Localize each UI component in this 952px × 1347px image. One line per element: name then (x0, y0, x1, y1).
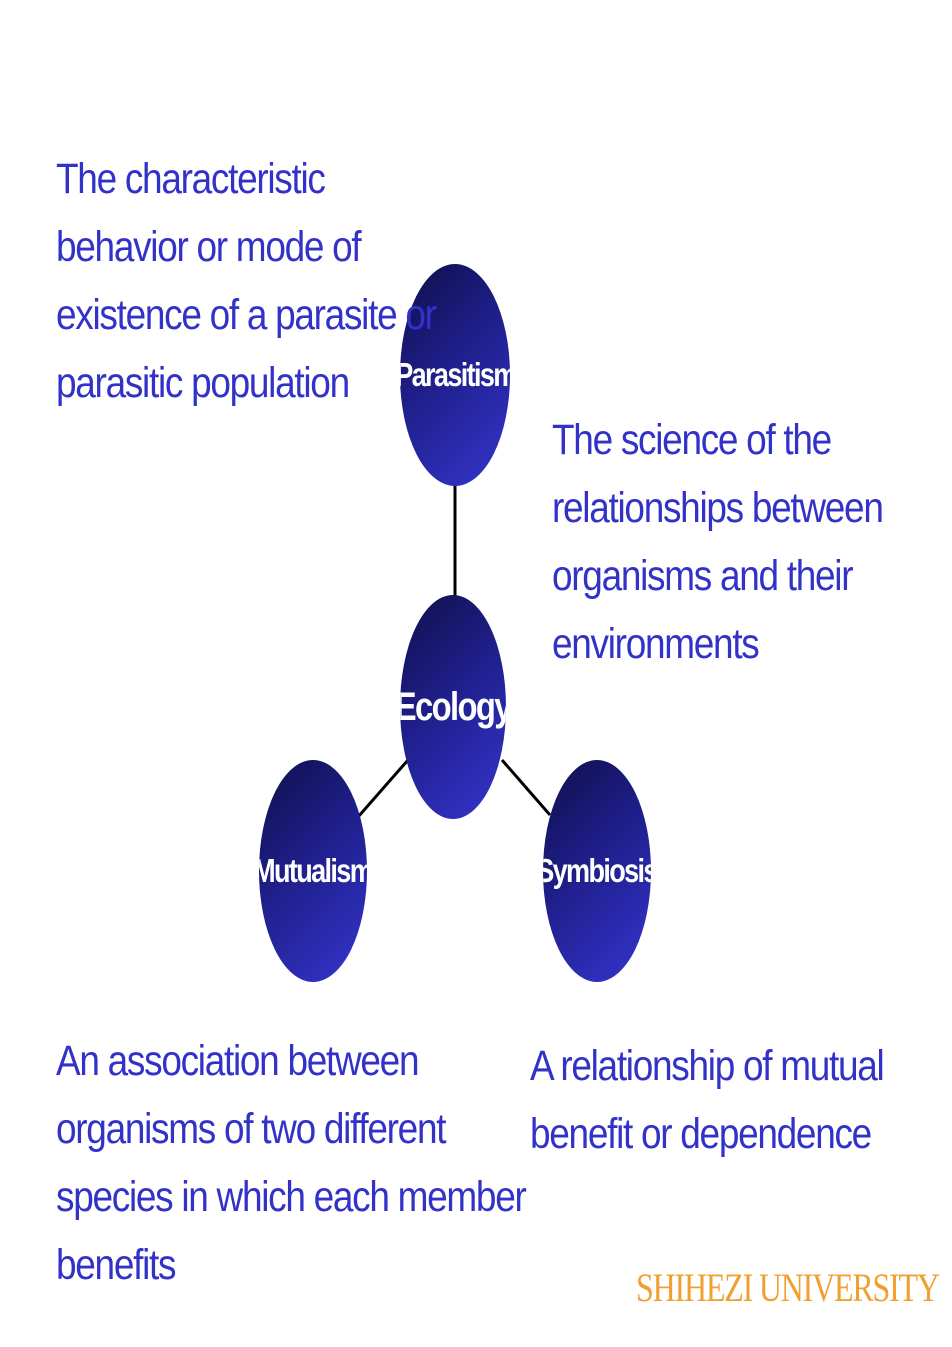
node-parasitism: Parasitism (400, 264, 510, 486)
description-parasitism: The characteristic behavior or mode of e… (56, 155, 437, 407)
node-label-ecology: Ecology (400, 684, 506, 729)
node-label-parasitism: Parasitism (400, 356, 510, 393)
node-label-mutualism: Mutualism (259, 852, 367, 889)
node-label-symbiosis: Symbiosis (543, 852, 651, 889)
university-footer: SHIHEZI UNIVERSITY (636, 1265, 940, 1310)
connector-ecology-mutualism (356, 759, 410, 818)
description-symbiosis: A relationship of mutual benefit or depe… (530, 1042, 885, 1158)
description-mutualism: An association between organisms of two … (56, 1037, 527, 1289)
node-ecology: Ecology (400, 595, 506, 819)
node-mutualism: Mutualism (259, 760, 367, 982)
node-symbiosis: Symbiosis (543, 760, 651, 982)
description-ecology: The science of the relationships between… (552, 416, 884, 668)
connector-ecology-symbiosis (500, 759, 552, 816)
